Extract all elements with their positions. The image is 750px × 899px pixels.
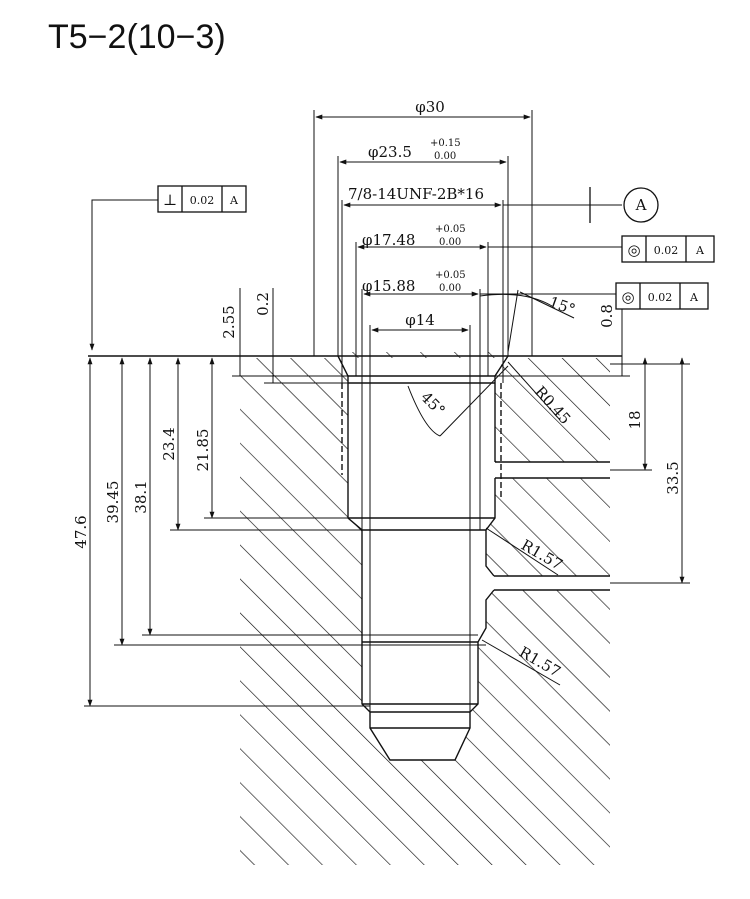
dim-d23-5: φ23.5: [368, 143, 412, 161]
dim-d23-5-tol-up: +0.15: [430, 138, 461, 149]
dim-d15-88-tol-up: +0.05: [435, 270, 466, 281]
dim-23-4: 23.4: [160, 427, 178, 460]
dim-33-5: 33.5: [664, 461, 682, 494]
dim-38-1: 38.1: [132, 480, 150, 513]
dim-d14: φ14: [405, 311, 435, 329]
dim-47-6: 47.6: [72, 515, 90, 548]
dim-angle-15: 15°: [547, 293, 578, 319]
fcf-conc1-value: 0.02: [654, 244, 679, 257]
dim-d15-88: φ15.88: [362, 277, 415, 295]
hatched-section: [240, 352, 610, 865]
dim-d17-48-tol-lo: 0.00: [439, 237, 461, 248]
dim-d17-48-tol-up: +0.05: [435, 224, 466, 235]
perpendicularity-icon: ⊥: [163, 191, 177, 209]
cavity-profile: [337, 355, 610, 761]
dim-0-2: 0.2: [254, 292, 272, 316]
page-title: T5−2(10−3): [48, 18, 226, 56]
datum-a-symbol: A: [623, 187, 659, 223]
fcf-perpendicularity: ⊥ 0.02 A: [157, 185, 247, 213]
dim-d15-88-tol-lo: 0.00: [439, 283, 461, 294]
dim-39-45: 39.45: [104, 481, 122, 524]
dim-angle-45: 45°: [417, 388, 449, 420]
fcf-perp-datum: A: [229, 194, 239, 207]
dim-21-85: 21.85: [194, 429, 212, 472]
dim-2-55: 2.55: [220, 305, 238, 338]
dim-d30: φ30: [415, 98, 445, 116]
fcf-conc2-datum: A: [689, 291, 699, 304]
dimension-lines: [84, 110, 690, 707]
concentricity-icon: ◎: [627, 241, 640, 259]
concentricity-icon: ◎: [621, 288, 634, 306]
fcf-conc1-datum: A: [695, 244, 705, 257]
fcf-concentricity-2: ◎ 0.02 A: [615, 282, 709, 310]
dim-thread: 7/8-14UNF-2B*16: [348, 185, 484, 203]
fcf-conc2-value: 0.02: [648, 291, 673, 304]
dim-0-8: 0.8: [598, 304, 616, 328]
datum-a-label: A: [635, 196, 647, 214]
dim-d23-5-tol-lo: 0.00: [434, 151, 456, 162]
dim-18: 18: [626, 410, 644, 429]
dim-d17-48: φ17.48: [362, 231, 415, 249]
fcf-concentricity-1: ◎ 0.02 A: [621, 235, 715, 263]
fcf-perp-value: 0.02: [190, 194, 215, 207]
